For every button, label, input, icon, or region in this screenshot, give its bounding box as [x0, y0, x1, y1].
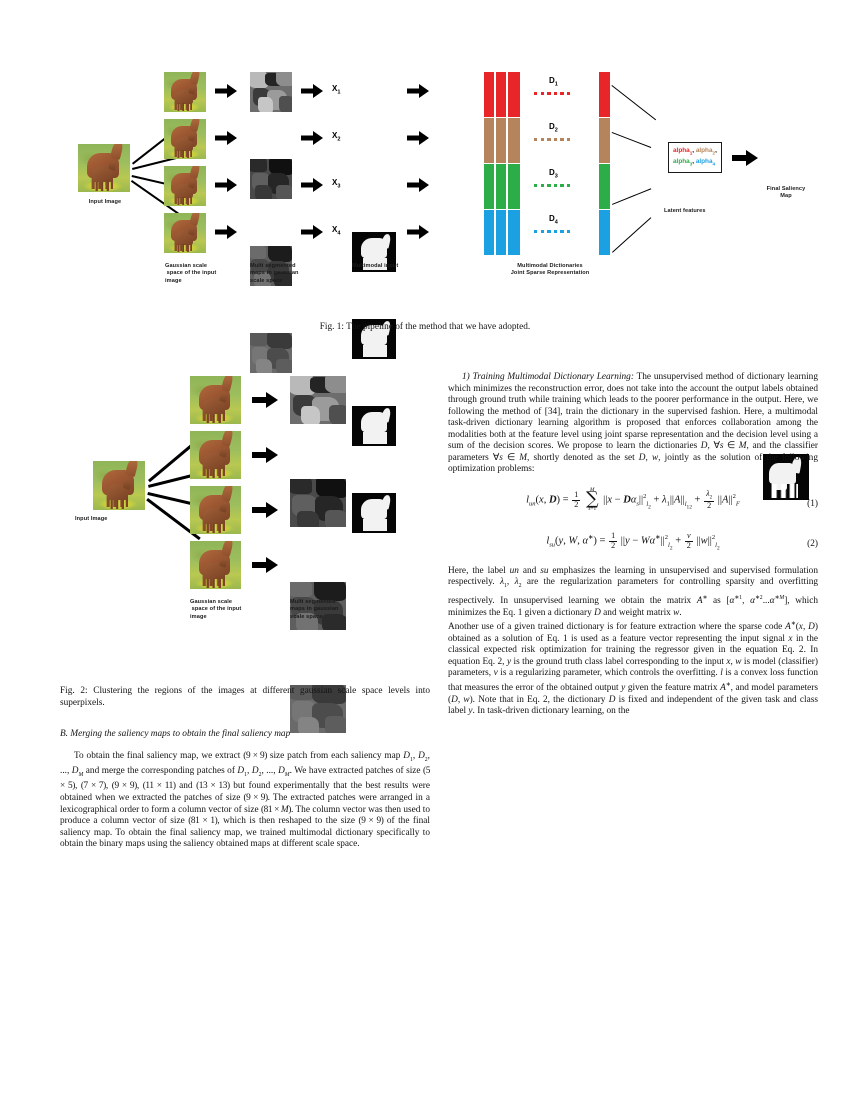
fig1-binary-map-2 — [352, 319, 396, 359]
fig1-alpha-2: alpha2 — [695, 147, 716, 156]
fig2-segmap-1 — [290, 376, 346, 424]
fig1-dictionary-dots-d2 — [534, 138, 571, 142]
fig1-gaussian-image-2 — [164, 119, 206, 159]
subsection-heading-inline: 1) Training Multimodal Dictionary Learni… — [462, 372, 634, 382]
fig1-dictionary-dots-d4 — [534, 230, 571, 234]
fig1-segmap-3 — [250, 246, 292, 286]
fig1-alpha-4: alpha4 — [695, 158, 716, 167]
fig1-latent-features-label: Latent features — [664, 208, 706, 214]
left-column-paragraph: To obtain the final saliency map, we ext… — [60, 750, 431, 850]
fig1-dictionary-dots-d3 — [534, 184, 571, 188]
fig1-x-label-3: X3 — [332, 178, 341, 190]
fig1-arrow-row3-b — [301, 178, 323, 192]
right-text-column: 1) Training Multimodal Dictionary Learni… — [448, 372, 818, 718]
fig1-gaussian-image-4 — [164, 213, 206, 253]
fig1-multimodal-input-label: Multimodal input — [352, 263, 399, 269]
fig1-latent-line-3 — [612, 188, 652, 206]
fig1-segmap-2 — [250, 159, 292, 199]
fig1-arrow-row2-b — [301, 131, 323, 145]
figure-1: Input Image — [60, 62, 809, 533]
fig1-arrow-row2-c — [407, 131, 429, 145]
fig2-gaussian-image-3 — [190, 486, 241, 534]
right-column-paragraph-1: 1) Training Multimodal Dictionary Learni… — [448, 372, 819, 475]
fig2-gaussian-image-1 — [190, 376, 241, 424]
right-column-paragraph-3: Another use of a given trained dictionar… — [448, 621, 818, 717]
fig1-latent-line-1 — [611, 85, 657, 121]
right-column-paragraph-2: Here, the label un and su emphasizes the… — [448, 565, 818, 618]
fig2-arrow-row1 — [252, 392, 278, 408]
fig1-arrow-row1-c — [407, 84, 429, 98]
fig1-alpha-3: alpha3 — [673, 158, 693, 167]
fig1-dictionary-dots-d1 — [534, 92, 571, 96]
fig1-binary-map-3 — [352, 406, 396, 446]
figure-1-caption: Fig. 1: The pipeline of the method that … — [319, 322, 531, 332]
fig1-dictionary-label-d1: D1 — [549, 76, 558, 88]
fig1-alpha-1: alpha1 — [673, 147, 693, 156]
fig1-binary-map-4 — [352, 493, 396, 533]
fig1-dictionary-bar-d1 — [484, 72, 520, 117]
fig2-segmap-3 — [290, 582, 346, 630]
fig1-arrow-row4-a — [215, 225, 237, 239]
fig1-arrow-row1-b — [301, 84, 323, 98]
fig2-gaussian-image-2 — [190, 431, 241, 479]
fig2-segmap-2 — [290, 479, 346, 527]
fig2-arrow-row4 — [252, 557, 278, 573]
fig2-input-image-label: Input Image — [75, 516, 108, 522]
fig1-dictionary-label-d4: D4 — [549, 214, 558, 226]
fig2-gaussian-image-4 — [190, 541, 241, 589]
equation-2-number: (2) — [807, 539, 818, 550]
fig1-arrow-row2-a — [215, 131, 237, 145]
fig1-arrow-row4-c — [407, 225, 429, 239]
fig1-gaussian-image-1 — [164, 72, 206, 112]
fig1-arrow-final — [732, 150, 758, 166]
fig2-input-image — [93, 461, 145, 510]
fig1-latent-column — [599, 72, 610, 255]
section-b-heading: B. Merging the saliency maps to obtain t… — [60, 729, 291, 740]
fig1-alpha-box: alpha1, alpha2, alpha3, alpha4 — [668, 142, 722, 173]
fig1-arrow-row1-a — [215, 84, 237, 98]
fig1-latent-line-4 — [612, 217, 652, 253]
fig1-final-saliency-map — [763, 454, 809, 500]
fig1-binary-map-1 — [352, 232, 396, 272]
fig1-segmap-4 — [250, 333, 292, 373]
fig1-latent-line-2 — [611, 132, 652, 149]
figure-2-caption: Fig. 2: Clustering the regions of the im… — [60, 686, 430, 708]
equation-1-number: (1) — [807, 499, 818, 510]
fig1-dictionary-bar-d3 — [484, 164, 520, 209]
fig1-dictionary-bar-d4 — [484, 210, 520, 255]
fig1-input-image-label: Input Image — [88, 199, 122, 205]
fig1-gaussian-image-3 — [164, 166, 206, 206]
fig1-segmap-1 — [250, 72, 292, 112]
fig1-arrow-row3-c — [407, 178, 429, 192]
fig1-x-label-4: X4 — [332, 225, 341, 237]
left-text-column: Fig. 2: Clustering the regions of the im… — [60, 686, 430, 851]
fig1-dictionary-bar-d2 — [484, 118, 520, 163]
fig1-arrow-row3-a — [215, 178, 237, 192]
fig2-segmap-4 — [290, 685, 346, 733]
fig1-dictionary-label-d2: D2 — [549, 122, 558, 134]
fig2-arrow-row2 — [252, 447, 278, 463]
fig1-x-label-2: X2 — [332, 131, 341, 143]
fig1-input-image — [78, 144, 130, 192]
fig1-dictionary-label-d3: D3 — [549, 168, 558, 180]
fig1-arrow-row4-b — [301, 225, 323, 239]
fig1-x-label-1: X1 — [332, 84, 341, 96]
fig2-arrow-row3 — [252, 502, 278, 518]
figure-2: Input Image — [60, 368, 430, 733]
